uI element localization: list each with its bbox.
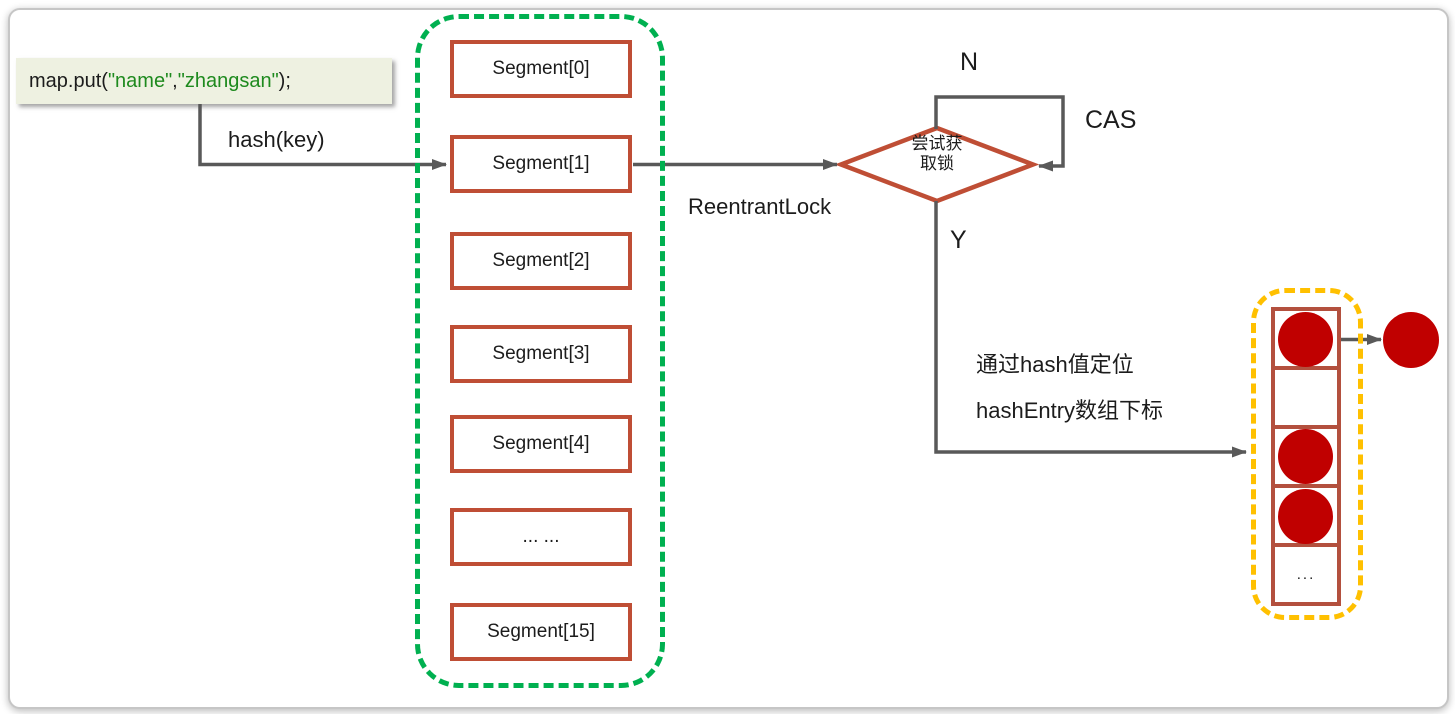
try-lock-label-line1: 尝试获 — [911, 134, 963, 153]
code-part2: ); — [278, 69, 291, 92]
cas-label: CAS — [1085, 106, 1137, 134]
try-lock-label-line2: 取锁 — [920, 154, 954, 174]
segment-box-2: Segment[2] — [450, 232, 632, 290]
reentrantlock-label: ReentrantLock — [688, 194, 832, 219]
hashentry-ellipsis: ... — [1296, 566, 1316, 583]
segments-group-outline — [415, 14, 665, 688]
entry-node-cell0 — [1278, 312, 1333, 367]
locate-hash-label-line1: 通过hash值定位 — [976, 352, 1134, 377]
linked-entry-node — [1383, 312, 1439, 368]
code-arg-value: "zhangsan" — [177, 69, 279, 92]
try-lock-diamond-label: 尝试获 取锁 — [842, 134, 1032, 174]
segment-box-0: Segment[0] — [450, 40, 632, 98]
code-part1: map.put( — [29, 69, 108, 92]
hashentry-cell-4: ... — [1271, 543, 1341, 606]
segment-box-1: Segment[1] — [450, 135, 632, 193]
branch-no-label: N — [960, 48, 979, 76]
segment-box-3: Segment[3] — [450, 325, 632, 383]
segment-box-ellipsis: ... ... — [450, 508, 632, 566]
segment-box-15: Segment[15] — [450, 603, 632, 661]
entry-node-cell2 — [1278, 429, 1333, 484]
slide-panel — [8, 8, 1449, 709]
entry-node-cell3 — [1278, 489, 1333, 544]
code-comma: , — [172, 69, 178, 92]
code-arg-name: "name" — [107, 69, 173, 92]
code-snippet: map.put("name","zhangsan"); — [16, 58, 392, 104]
hash-key-label: hash(key) — [228, 127, 325, 152]
hashentry-array-outline — [1251, 288, 1363, 620]
branch-yes-label: Y — [950, 226, 967, 254]
segment-box-4: Segment[4] — [450, 415, 632, 473]
hashentry-cell-1 — [1271, 366, 1341, 429]
locate-hash-label-line2: hashEntry数组下标 — [976, 398, 1164, 423]
